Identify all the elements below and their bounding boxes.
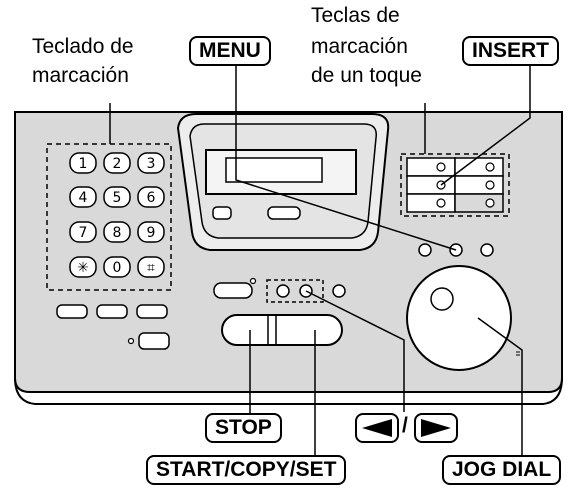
menu-leader [235,66,457,251]
keypad-key[interactable] [103,221,131,243]
keypad-key-label: 4 [79,190,88,206]
one-touch-key-5[interactable] [406,193,456,213]
one-touch-key-1[interactable] [406,157,456,177]
one-touch-highlight [400,153,510,217]
keypad-key-label: 9 [147,225,156,241]
nav-right-key-label [414,413,458,443]
one-touch-key-3[interactable] [406,175,456,195]
display-button-left[interactable] [212,206,232,220]
keypad-label-line1: Teclado de [32,35,134,58]
keypad-key[interactable] [137,186,165,208]
one-touch-key-6[interactable] [454,193,504,213]
keypad-key[interactable] [103,186,131,208]
one-touch-key-2[interactable] [454,157,504,177]
keypad-key-label: 2 [113,156,122,172]
one-touch-key-4[interactable] [454,175,504,195]
keypad-key[interactable] [137,221,165,243]
leader-lines [109,66,531,455]
nav-keys-highlight [266,279,324,303]
keypad-key-label: 0 [113,260,122,276]
dial-keypad: 1 2 3 4 5 6 7 8 9 ✳ 0 ⌗ [69,152,165,278]
indicator-dot [249,277,257,285]
keypad-key[interactable] [69,256,97,278]
nav-left-key-label [355,413,399,443]
nav-leader [305,290,405,412]
round-button-mid[interactable] [332,284,346,298]
one-touch-led [485,198,495,208]
left-triangle-icon [362,419,392,437]
indicator-dot [127,337,135,345]
panel-bottom-edge [14,377,563,405]
stop-button-label: STOP [205,413,282,443]
function-button-1[interactable] [56,304,88,319]
keypad-key-label: ⌗ [147,260,155,276]
keypad-key-label: 1 [79,156,88,172]
function-button-3[interactable] [136,304,168,319]
keypad-key-label: 5 [113,190,122,206]
lcd-window [225,157,323,183]
one-touch-led [485,180,495,190]
keypad-key[interactable] [137,152,165,174]
keypad-key[interactable] [103,152,131,174]
function-button-2[interactable] [96,304,128,319]
round-button-left[interactable] [418,243,432,257]
keypad-key[interactable] [103,256,131,278]
insert-button-label: INSERT [462,36,560,66]
keypad-label-line2: marcación [32,64,129,87]
keypad-key-label: 7 [79,225,88,241]
jog-dial-label: JOG DIAL [442,455,562,485]
one-touch-led [436,198,446,208]
keypad-key[interactable] [69,152,97,174]
menu-button-label: MENU [189,36,271,66]
keypad-key-label: ✳ [77,260,89,276]
one-touch-led [436,162,446,172]
nav-separator: / [402,414,408,437]
keypad-key-label: 6 [147,190,156,206]
keypad-key[interactable] [69,186,97,208]
function-button-4[interactable] [138,332,170,350]
jog-dial-grip [430,287,454,311]
keypad-key-label: 8 [113,225,122,241]
jog-dial[interactable] [406,265,512,371]
small-oval-button[interactable] [213,282,253,299]
start-copy-set-button-label: START/COPY/SET [146,455,347,485]
keypad-key[interactable] [69,221,97,243]
one-touch-keys [406,157,504,213]
jogdial-leader [477,317,523,455]
keypad-key-label: 3 [147,156,156,172]
round-button-right[interactable] [480,243,494,257]
onetouch-label-line1: Teclas de [311,4,400,27]
stop-start-key[interactable] [221,314,343,346]
nav-left-key[interactable] [276,284,290,298]
insert-leader [440,66,531,186]
display-button-right[interactable] [267,206,301,220]
onetouch-label-line2: marcación [311,35,408,58]
right-triangle-icon [421,419,451,437]
onetouch-label-line3: de un toque [311,64,422,87]
one-touch-led [485,162,495,172]
keypad-key[interactable] [137,256,165,278]
